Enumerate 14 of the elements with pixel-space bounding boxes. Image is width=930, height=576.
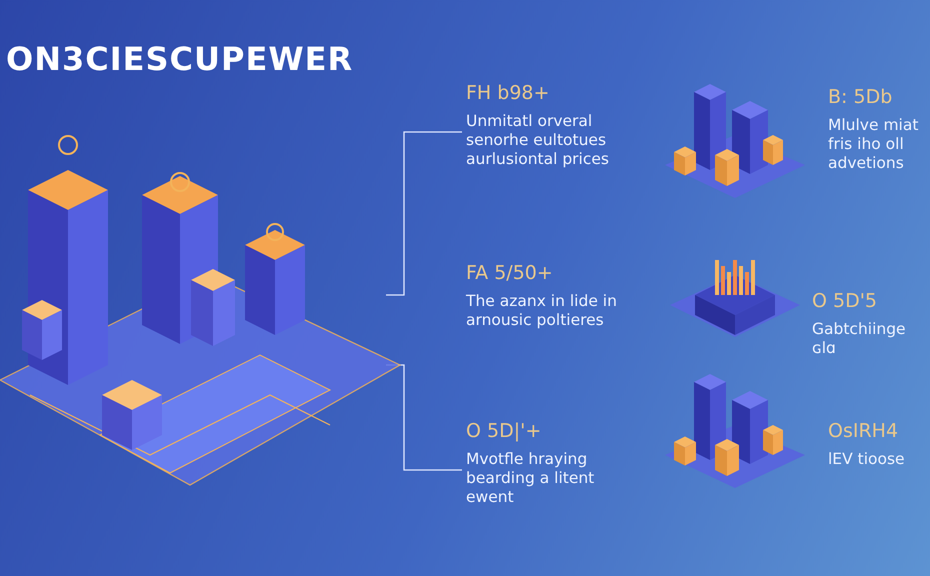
description-text: Unmitatl orveral senorhe eultotues aurlusiontal prices: [466, 112, 610, 169]
description-text: The azanx in lide in arnousic poltieres: [466, 292, 618, 330]
section-heading: FA 5/50+: [466, 262, 554, 284]
description-text: Gabtchiinge ɢlɑ: [812, 320, 907, 358]
description-text: Mlulve miat fris iho oll advetions: [828, 116, 920, 173]
section-heading: B: 5Db: [828, 86, 894, 108]
description-text: lEV tioose: [828, 450, 906, 469]
section-heading: OsIRH4: [828, 420, 900, 442]
section-heading: O 5D'5: [812, 290, 878, 312]
section-heading: O 5D|'+: [466, 420, 542, 442]
section-heading: FH b98+: [466, 82, 550, 104]
description-text: Mvotfle hraying bearding a litent ewent: [466, 450, 596, 507]
leader-line: [386, 131, 462, 296]
page-title: ON3CIESCUPEWER: [6, 40, 354, 78]
